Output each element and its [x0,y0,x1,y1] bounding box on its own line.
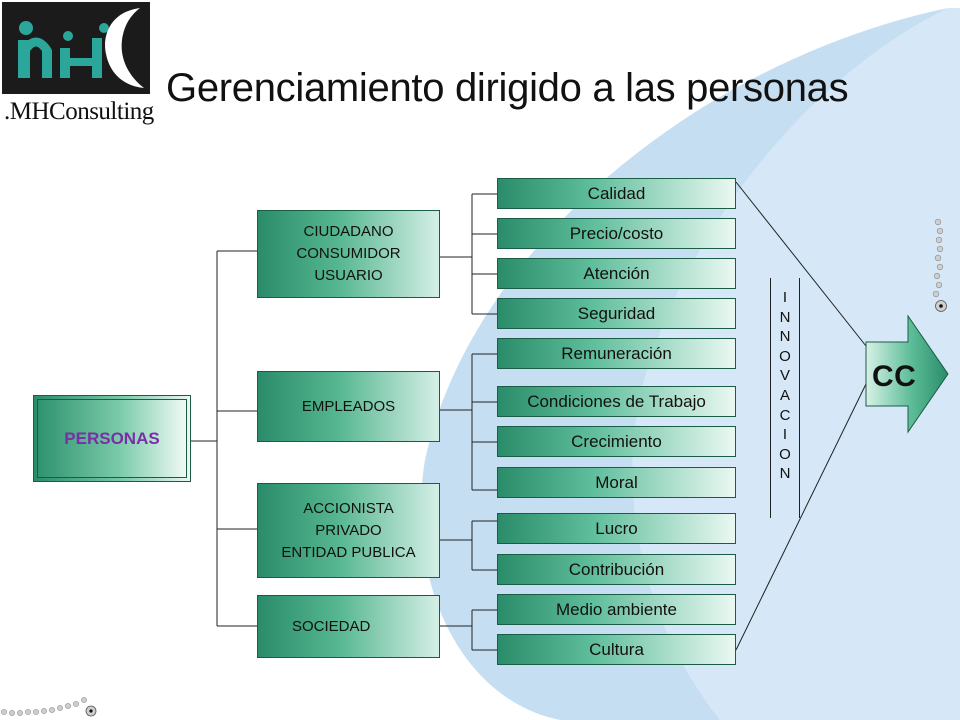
leaf-node-seguridad: Seguridad [497,298,736,329]
logo-wordmark: .MHConsulting [4,98,154,125]
root-node-personas: PERSONAS [33,395,191,482]
logo-mark [2,2,150,94]
innovation-letter: I [782,289,788,306]
innovation-letter: O [779,445,791,463]
innovation-bar-left [770,278,771,518]
leaf-node-crecimiento: Crecimiento [497,426,736,457]
leaf-node-moral: Moral [497,467,736,498]
group-node-line: EMPLEADOS [301,397,396,415]
innovation-letter: A [779,386,790,404]
leaf-node-atencion: Atención [497,258,736,289]
leaf-node-precio-costo: Precio/costo [497,218,736,249]
innovation-letter: V [779,367,790,385]
group-node-line: ENTIDAD PUBLICA [281,543,416,561]
innovation-letter: O [779,347,791,365]
leaf-node-cultura: Cultura [497,634,736,665]
innovation-letter: N [779,465,791,483]
target-label: CC [872,360,917,393]
group-node-line: CONSUMIDOR [296,245,401,262]
group-node-line: CIUDADANO [303,223,394,240]
leaf-node-medio-ambiente: Medio ambiente [497,594,736,625]
group-node-line: SOCIEDAD [292,617,371,635]
group-node-ciudadano: CIUDADANO CONSUMIDOR USUARIO [257,210,440,298]
page-title: Gerenciamiento dirigido a las personas [166,66,849,110]
group-node-line: USUARIO [314,267,383,284]
leaf-node-remuneracion: Remuneración [497,338,736,369]
target-arrow-icon [865,314,949,434]
innovation-letter: N [779,328,791,346]
group-node-sociedad: SOCIEDAD [257,595,440,658]
innovation-letter: C [779,406,791,424]
mhconsulting-logo: .MHConsulting [2,2,154,132]
group-node-line: PRIVADO [315,521,382,539]
leaf-node-condiciones-trabajo: Condiciones de Trabajo [497,386,736,417]
group-node-line: ACCIONISTA [303,499,394,517]
innovation-letter: I [782,426,788,444]
root-node-label: PERSONAS [37,399,187,478]
innovation-bar-right [799,278,800,518]
innovation-letter: N [779,308,791,326]
group-node-empleados: EMPLEADOS [257,371,440,442]
leaf-node-calidad: Calidad [497,178,736,209]
leaf-node-lucro: Lucro [497,513,736,544]
innovation-letters: I N N O V A C I O N [770,288,800,484]
leaf-node-contribucion: Contribución [497,554,736,585]
group-node-accionista: ACCIONISTA PRIVADO ENTIDAD PUBLICA [257,483,440,578]
innovation-bracket: I N N O V A C I O N [770,278,800,518]
logo-symbol-icon [18,8,144,88]
